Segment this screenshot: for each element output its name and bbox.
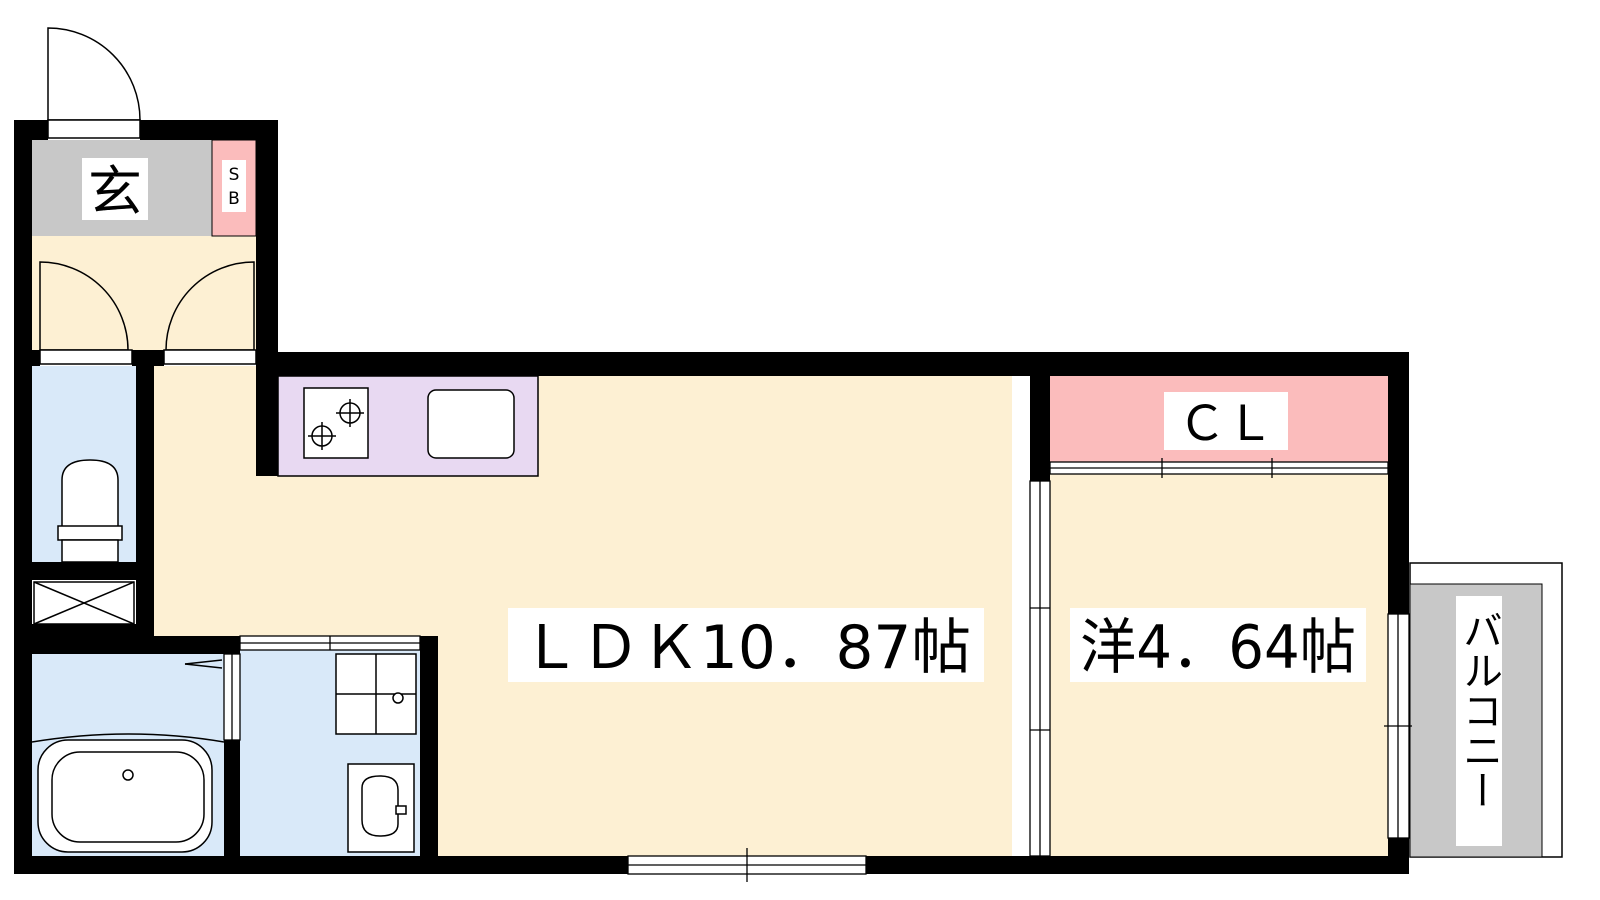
- closet-label: ＣＬ: [1178, 396, 1274, 452]
- windows: [223, 458, 1412, 882]
- ldk-label: ＬＤＫ10．87帖: [521, 613, 971, 683]
- washbasin-icon: [347, 763, 415, 853]
- sink-icon: [427, 389, 515, 459]
- shoe-box-label-b: B: [228, 189, 240, 209]
- shoe-box-label-bg: [222, 160, 246, 212]
- walls: [14, 120, 1409, 874]
- toilet-icon: [57, 459, 123, 563]
- washing-machine-icon: [335, 653, 417, 735]
- entrance-label: 玄: [88, 160, 142, 223]
- entrance-label-bg: [82, 158, 148, 220]
- balcony-label: バルコニー: [1456, 610, 1502, 810]
- ldk-label-bg: [508, 608, 984, 682]
- western-label-bg: [1070, 608, 1366, 682]
- shoe-box-label-s: S: [229, 165, 240, 185]
- bathtub-icon: [31, 659, 225, 853]
- door-swing-icon: [39, 27, 257, 365]
- gas-stove-icon: [303, 387, 369, 459]
- western-room-label: 洋4．64帖: [1080, 613, 1356, 683]
- closet-label-bg: [1164, 392, 1288, 450]
- balcony-label-bg: [1456, 596, 1502, 846]
- storage-x-icon: [33, 581, 135, 625]
